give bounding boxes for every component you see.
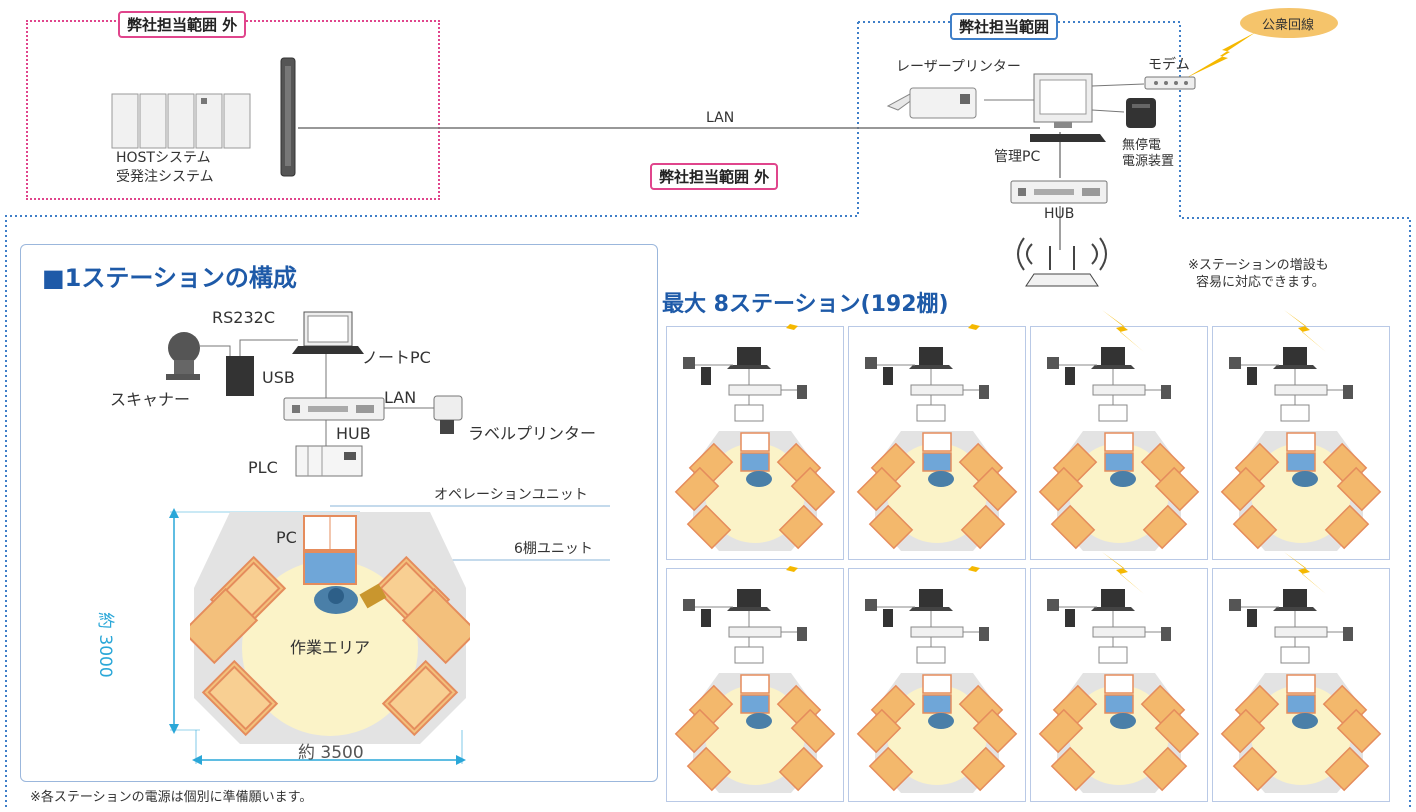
public-line-label: 公衆回線 xyxy=(1262,18,1315,33)
outside-range-tag-mid: 弊社担当範囲 外 xyxy=(650,163,779,190)
width-dimension-label: 約 3500 xyxy=(298,743,364,763)
shelf-unit-label: 6棚ユニット xyxy=(514,541,593,557)
operation-unit-label: オペレーションユニット xyxy=(434,487,588,503)
modem-label: モデム xyxy=(1148,57,1190,73)
ups-icon xyxy=(1126,98,1156,128)
wireless-bolt-icon xyxy=(946,550,996,600)
expansion-note-1: ※ステーションの増設も xyxy=(1188,258,1329,273)
expansion-note-2: 容易に対応できます。 xyxy=(1196,275,1325,290)
wireless-bolt-icon xyxy=(764,308,814,358)
laser-printer-label: レーザープリンター xyxy=(896,59,1021,75)
wireless-bolt-icon xyxy=(1098,550,1148,600)
station-cell xyxy=(666,326,844,560)
station-cell xyxy=(848,568,1026,802)
lan-label-station: LAN xyxy=(384,388,417,407)
wireless-bolt-icon xyxy=(1098,308,1148,358)
admin-cables xyxy=(984,83,1145,113)
station-cell xyxy=(1212,326,1390,560)
outside-range-tag-left: 弊社担当範囲 外 xyxy=(118,11,247,38)
laser-printer-icon xyxy=(886,87,977,119)
lan-label-top: LAN xyxy=(706,110,735,126)
wireless-router-icon xyxy=(1017,237,1107,287)
host-label-2: 受発注システム xyxy=(116,169,214,185)
ups-label-1: 無停電 xyxy=(1122,138,1162,153)
plc-label: PLC xyxy=(248,458,278,477)
public-line-bolt-icon xyxy=(1186,32,1256,78)
work-area-label: 作業エリア xyxy=(290,638,371,657)
wireless-bolt-icon xyxy=(1280,550,1330,600)
admin-pc-icon xyxy=(1030,73,1106,142)
station-cell xyxy=(1212,568,1390,802)
hub-label-top: HUB xyxy=(1044,206,1075,222)
host-label-1: HOSTシステム xyxy=(116,150,211,166)
max-stations-title: 最大 8ステーション(192棚) xyxy=(662,292,949,317)
public-line-badge xyxy=(1240,8,1338,38)
station-cell xyxy=(1030,568,1208,802)
host-server-icon xyxy=(111,93,251,149)
station-floorplan xyxy=(190,512,470,744)
ups-label-2: 電源装置 xyxy=(1122,154,1175,169)
host-network-rack-icon xyxy=(280,57,296,177)
pc-label: PC xyxy=(276,528,297,547)
station-cell xyxy=(1030,326,1208,560)
in-range-tag: 弊社担当範囲 xyxy=(950,13,1059,40)
label-printer-label: ラベルプリンター xyxy=(468,424,597,443)
hub-label-station: HUB xyxy=(336,424,371,443)
usb-label: USB xyxy=(262,368,295,387)
station-network-diagram xyxy=(166,311,610,765)
footnote: ※各ステーションの電源は個別に準備願います。 xyxy=(30,790,313,805)
wireless-bolt-icon xyxy=(946,308,996,358)
wireless-bolt-icon xyxy=(1280,308,1330,358)
modem-icon xyxy=(1144,76,1196,90)
station-cell xyxy=(848,326,1026,560)
hub-icon xyxy=(1010,180,1108,204)
scanner-label: スキャナー xyxy=(110,390,191,409)
station-cell xyxy=(666,568,844,802)
station-title: ■1ステーションの構成 xyxy=(42,264,297,292)
wireless-bolt-icon xyxy=(764,550,814,600)
rs232c-label: RS232C xyxy=(212,308,275,327)
admin-pc-label: 管理PC xyxy=(994,149,1041,165)
height-dimension-label: 約 3000 xyxy=(95,612,115,678)
note-pc-label: ノートPC xyxy=(362,348,431,367)
